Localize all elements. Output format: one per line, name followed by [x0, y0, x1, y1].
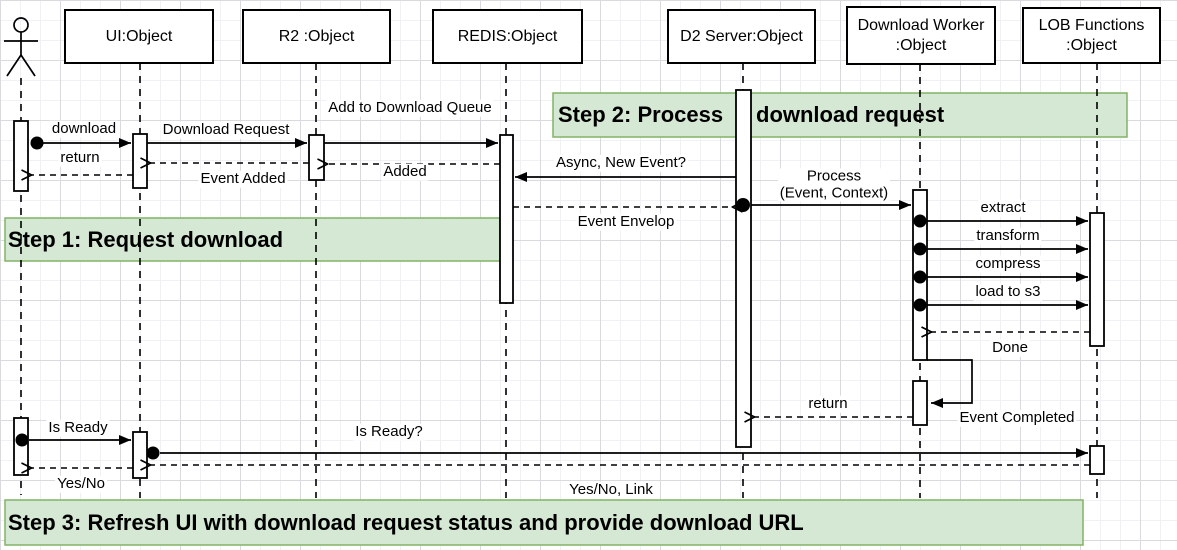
message-label-load-to-s3: load to s3: [973, 282, 1043, 301]
object-label-d2-server: D2 Server:Object: [680, 27, 803, 45]
message-arrow-is-ready-q: [146, 446, 1088, 460]
step3-label: Step 3: Refresh UI with download request…: [8, 509, 804, 535]
activation-bar-ui-1: [132, 133, 148, 189]
activation-bar-d2: [735, 89, 752, 448]
object-label-r2: R2 :Object: [278, 27, 355, 45]
message-label-return-2: return: [806, 394, 850, 413]
message-label-added: Added: [381, 162, 429, 181]
message-label-is-ready: Is Ready: [46, 418, 110, 437]
message-label-compress: compress: [973, 254, 1043, 273]
message-label-yes-no-link: Yes/No, Link: [567, 480, 655, 499]
message-arrow-event-completed-self: [927, 359, 973, 408]
message-label-process: Process (Event, Context): [777, 167, 891, 202]
message-label-event-completed: Event Completed: [957, 408, 1077, 427]
activation-bars: [13, 89, 1105, 479]
activation-bar-actor-1: [13, 120, 29, 192]
object-label-download-worker: Download Worker :Object: [857, 16, 985, 54]
message-label-is-ready-q: Is Ready?: [353, 422, 425, 441]
step2-box: [552, 92, 1128, 138]
object-label-lob-functions: LOB Functions :Object: [1038, 16, 1145, 54]
object-box-d2-server: [667, 9, 816, 64]
message-arrow-is-ready: [15, 433, 131, 447]
object-box-download-worker: [846, 6, 996, 65]
step2-label-suffix: download request: [756, 102, 945, 127]
object-box-ui: [64, 9, 214, 64]
message-arrow-transform: [913, 242, 1088, 256]
object-label-ui: UI:Object: [105, 27, 173, 45]
step1-label: Step 1: Request download: [8, 226, 284, 252]
message-label-transform: transform: [974, 226, 1042, 245]
message-label-add-to-download-queue: Add to Download Queue: [326, 98, 494, 117]
message-label-return-1: return: [58, 148, 102, 167]
message-label-event-envelop: Event Envelop: [575, 212, 677, 231]
message-arrow-compress: [913, 270, 1088, 284]
activation-bar-redis: [499, 134, 514, 304]
return-arrows: [31, 163, 1090, 468]
object-header-boxes: [64, 6, 1161, 65]
message-label-event-added: Event Added: [198, 169, 288, 188]
step-highlight-boxes: [4, 92, 1128, 546]
call-arrows: [15, 136, 1088, 460]
step1-box: [4, 217, 501, 262]
stick-figure-actor-icon: [4, 17, 38, 77]
message-label-download-request: Download Request: [160, 120, 292, 139]
message-arrow-extract: [913, 214, 1088, 228]
message-label-done: Done: [990, 338, 1030, 357]
object-label-redis: REDIS:Object: [457, 27, 558, 45]
message-arrow-load-to-s3: [913, 298, 1088, 312]
message-label-yes-no: Yes/No: [55, 474, 107, 493]
message-arrow-download: [30, 136, 131, 150]
activation-bar-worker-2: [912, 380, 928, 426]
activation-bar-lob-2: [1089, 445, 1105, 475]
activation-bar-actor-2: [13, 417, 29, 476]
message-label-async-new-event: Async, New Event?: [553, 153, 689, 172]
activation-bar-r2: [308, 134, 325, 181]
step2-label-prefix: Step 2: Process: [558, 102, 724, 127]
activation-bar-ui-2: [132, 431, 148, 479]
activation-bar-lob-1: [1089, 212, 1105, 347]
step3-box: [4, 499, 1084, 546]
object-box-r2: [242, 9, 391, 64]
object-box-lob-functions: [1022, 7, 1161, 64]
message-label-download: download: [49, 119, 119, 138]
object-box-redis: [432, 9, 583, 64]
message-label-extract: extract: [978, 198, 1028, 217]
